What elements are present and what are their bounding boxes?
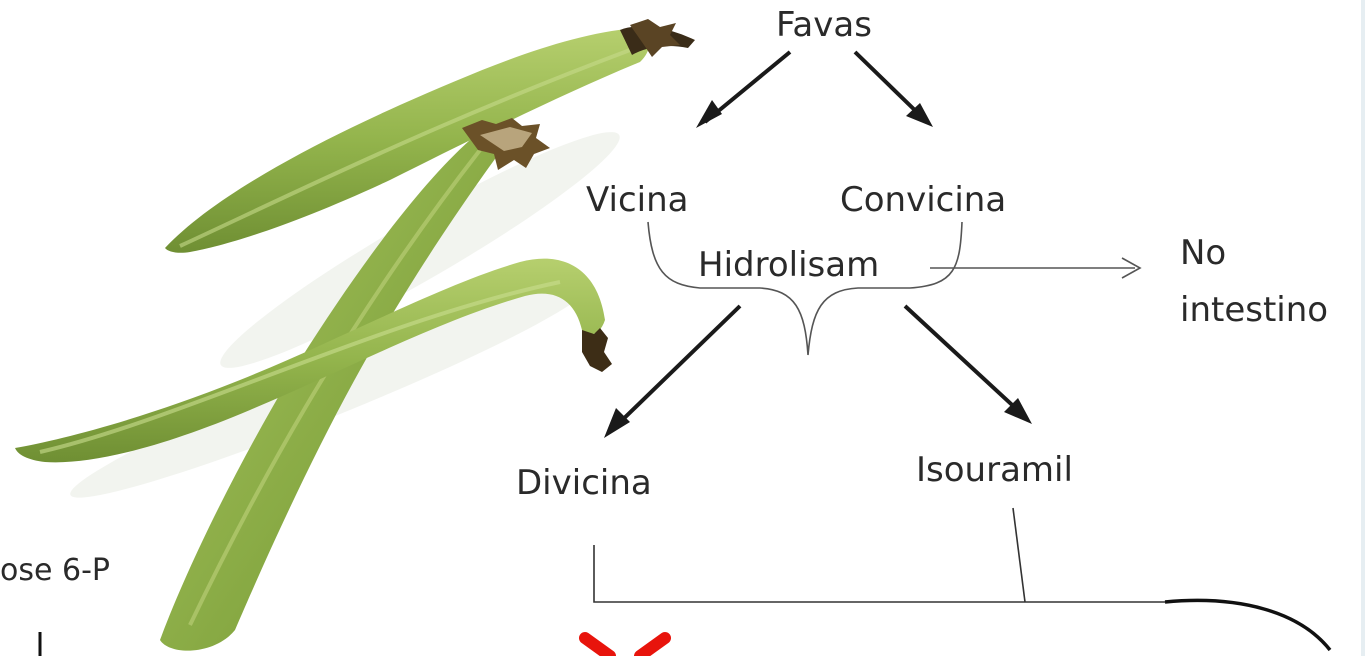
node-divicina: Divicina: [516, 466, 652, 500]
node-convicina: Convicina: [840, 183, 1006, 217]
arrow-divicina: [604, 306, 740, 438]
node-isouramil: Isouramil: [916, 453, 1073, 487]
node-vicina: Vicina: [586, 183, 688, 217]
brace-hidrolisam: [648, 222, 962, 355]
node-hidrolisam: Hidrolisam: [698, 248, 879, 282]
arrow-isouramil: [905, 306, 1032, 424]
node-no-intestino-line2: intestino: [1180, 293, 1328, 327]
node-no-intestino-line1: No: [1180, 236, 1226, 270]
arrow-favas-convicina: [855, 52, 933, 127]
node-favas: Favas: [776, 8, 872, 42]
node-left-partial: ose 6-P: [0, 556, 110, 586]
arrow-favas-vicina: [696, 52, 790, 128]
bracket-divicina-isouramil: [594, 545, 1165, 602]
red-x-mark: [585, 638, 665, 656]
right-edge-strip: [1361, 0, 1365, 656]
arrow-no-intestino: [930, 258, 1140, 278]
